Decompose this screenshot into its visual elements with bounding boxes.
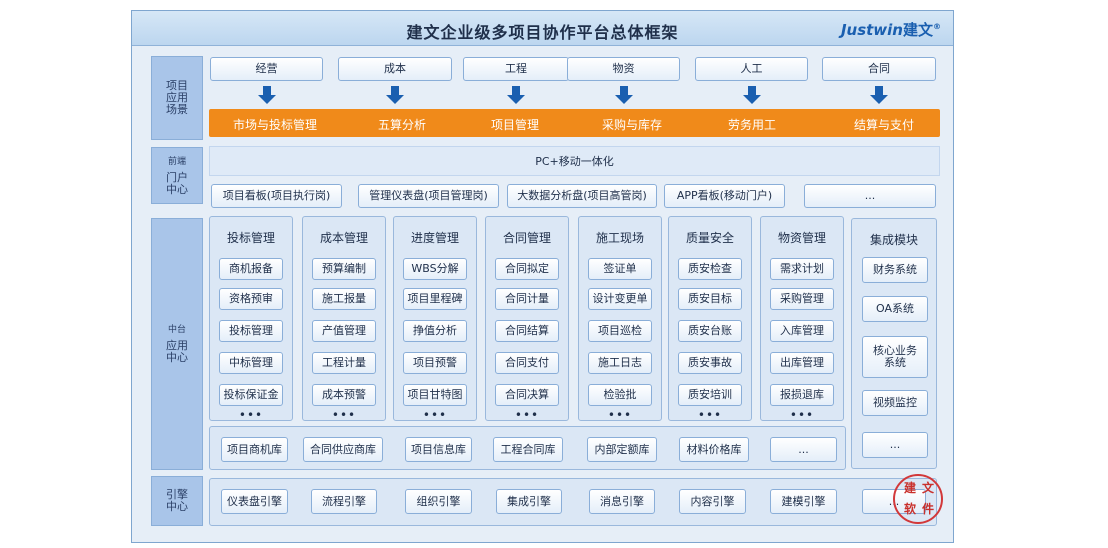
more-dots: ••• — [422, 408, 448, 422]
module-4-item-3-button[interactable]: 施工日志 — [588, 352, 652, 374]
module-title-4: 施工现场 — [595, 231, 644, 245]
library-1-button[interactable]: 合同供应商库 — [303, 437, 383, 462]
module-6-item-2-button[interactable]: 入库管理 — [770, 320, 834, 342]
module-title-1: 成本管理 — [319, 231, 368, 245]
portal-banner: PC+移动一体化 — [209, 146, 940, 176]
scenario-item-0: 市场与投标管理 — [232, 118, 317, 132]
scenario-item-2: 项目管理 — [490, 118, 539, 132]
scenario-3-button[interactable]: 物资 — [567, 57, 680, 81]
module-6-item-0-button[interactable]: 需求计划 — [770, 258, 834, 280]
module-0-item-4-button[interactable]: 投标保证金 — [219, 384, 283, 406]
scenario-item-5: 结算与支付 — [853, 118, 914, 132]
integration-1-button[interactable]: OA系统 — [862, 296, 928, 322]
more-dots: ••• — [331, 408, 357, 422]
more-dots: ••• — [514, 408, 540, 422]
module-6-item-3-button[interactable]: 出库管理 — [770, 352, 834, 374]
module-3-item-4-button[interactable]: 合同决算 — [495, 384, 559, 406]
module-4-item-1-button[interactable]: 设计变更单 — [588, 288, 652, 310]
scenario-1-button[interactable]: 成本 — [338, 57, 452, 81]
module-6-item-1-button[interactable]: 采购管理 — [770, 288, 834, 310]
module-1-item-1-button[interactable]: 施工报量 — [312, 288, 376, 310]
more-dots: ••• — [789, 408, 815, 422]
engine-0-button[interactable]: 仪表盘引擎 — [221, 489, 288, 514]
module-title-5: 质量安全 — [685, 231, 734, 245]
library-2-button[interactable]: 项目信息库 — [405, 437, 472, 462]
module-title-3: 合同管理 — [502, 231, 551, 245]
module-3-item-0-button[interactable]: 合同拟定 — [495, 258, 559, 280]
module-0-item-3-button[interactable]: 中标管理 — [219, 352, 283, 374]
brand-logo: Justwin建文® — [840, 21, 941, 39]
portal-board-3-button[interactable]: APP看板(移动门户) — [664, 184, 785, 208]
scenario-4-button[interactable]: 人工 — [695, 57, 808, 81]
more-dots: ••• — [697, 408, 723, 422]
module-3-item-3-button[interactable]: 合同支付 — [495, 352, 559, 374]
module-1-item-0-button[interactable]: 预算编制 — [312, 258, 376, 280]
library-5-button[interactable]: 材料价格库 — [679, 437, 749, 462]
integration-title: 集成模块 — [869, 233, 918, 247]
library-3-button[interactable]: 工程合同库 — [493, 437, 563, 462]
integration-0-button[interactable]: 财务系统 — [862, 257, 928, 283]
library-6-button[interactable]: ... — [770, 437, 837, 462]
module-2-item-1-button[interactable]: 项目里程碑 — [403, 288, 467, 310]
module-2-item-0-button[interactable]: WBS分解 — [403, 258, 467, 280]
title-bar: 建文企业级多项目协作平台总体框架 Justwin建文® — [132, 11, 953, 46]
portal-board-2-button[interactable]: 大数据分析盘(项目高管岗) — [507, 184, 657, 208]
scenario-5-button[interactable]: 合同 — [822, 57, 936, 81]
engine-1-button[interactable]: 流程引擎 — [311, 489, 377, 514]
side-label-scenario: 项目 应用 场景 — [151, 56, 203, 140]
engine-4-button[interactable]: 消息引擎 — [589, 489, 655, 514]
scenario-2-button[interactable]: 工程 — [463, 57, 569, 81]
integration-3-button[interactable]: 视频监控 — [862, 390, 928, 416]
side-label-portal: 前端门户 中心 — [151, 147, 203, 204]
module-5-item-0-button[interactable]: 质安检查 — [678, 258, 742, 280]
module-1-item-4-button[interactable]: 成本预警 — [312, 384, 376, 406]
scenario-item-4: 劳务用工 — [727, 118, 776, 132]
module-5-item-3-button[interactable]: 质安事故 — [678, 352, 742, 374]
more-dots: ••• — [238, 408, 264, 422]
module-4-item-0-button[interactable]: 签证单 — [588, 258, 652, 280]
module-5-item-2-button[interactable]: 质安台账 — [678, 320, 742, 342]
engine-2-button[interactable]: 组织引擎 — [405, 489, 472, 514]
module-5-item-1-button[interactable]: 质安目标 — [678, 288, 742, 310]
module-3-item-1-button[interactable]: 合同计量 — [495, 288, 559, 310]
module-2-item-3-button[interactable]: 项目预警 — [403, 352, 467, 374]
module-0-item-2-button[interactable]: 投标管理 — [219, 320, 283, 342]
module-1-item-2-button[interactable]: 产值管理 — [312, 320, 376, 342]
scenario-item-1: 五算分析 — [377, 118, 426, 132]
library-0-button[interactable]: 项目商机库 — [221, 437, 288, 462]
module-4-item-4-button[interactable]: 检验批 — [588, 384, 652, 406]
brand-latin: Justwin — [840, 21, 903, 39]
engine-6-button[interactable]: 建模引擎 — [770, 489, 837, 514]
side-label-middle: 中台应用 中心 — [151, 218, 203, 470]
engine-3-button[interactable]: 集成引擎 — [496, 489, 562, 514]
module-4-item-2-button[interactable]: 项目巡检 — [588, 320, 652, 342]
module-title-0: 投标管理 — [226, 231, 275, 245]
scenario-orange-bar — [209, 109, 940, 137]
module-6-item-4-button[interactable]: 报损退库 — [770, 384, 834, 406]
more-dots: ••• — [607, 408, 633, 422]
module-3-item-2-button[interactable]: 合同结算 — [495, 320, 559, 342]
company-seal: 建 文 软 件 — [893, 474, 943, 524]
module-1-item-3-button[interactable]: 工程计量 — [312, 352, 376, 374]
scenario-0-button[interactable]: 经营 — [210, 57, 323, 81]
portal-board-0-button[interactable]: 项目看板(项目执行岗) — [211, 184, 342, 208]
scenario-item-3: 采购与库存 — [601, 118, 662, 132]
brand-cn: 建文 — [902, 21, 933, 39]
engine-5-button[interactable]: 内容引擎 — [679, 489, 746, 514]
module-2-item-2-button[interactable]: 挣值分析 — [403, 320, 467, 342]
library-4-button[interactable]: 内部定额库 — [587, 437, 657, 462]
integration-4-button[interactable]: ... — [862, 432, 928, 458]
side-label-engine: 引擎 中心 — [151, 476, 203, 526]
module-5-item-4-button[interactable]: 质安培训 — [678, 384, 742, 406]
portal-board-4-button[interactable]: ... — [804, 184, 936, 208]
portal-board-1-button[interactable]: 管理仪表盘(项目管理岗) — [358, 184, 499, 208]
page-title: 建文企业级多项目协作平台总体框架 — [406, 23, 679, 42]
module-0-item-1-button[interactable]: 资格预审 — [219, 288, 283, 310]
module-title-6: 物资管理 — [777, 231, 826, 245]
integration-2-button[interactable]: 核心业务 系统 — [862, 336, 928, 378]
module-0-item-0-button[interactable]: 商机报备 — [219, 258, 283, 280]
module-2-item-4-button[interactable]: 项目甘特图 — [403, 384, 467, 406]
module-title-2: 进度管理 — [410, 231, 459, 245]
